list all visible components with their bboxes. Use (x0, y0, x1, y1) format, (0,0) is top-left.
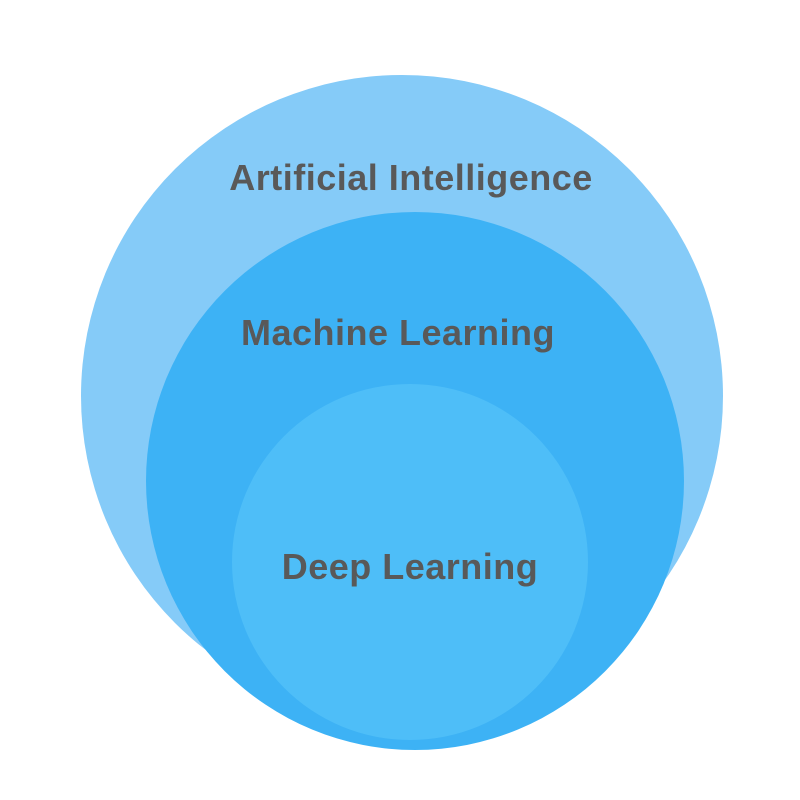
deep-learning-circle (232, 384, 588, 740)
machine-learning-label: Machine Learning (240, 312, 556, 353)
deep-learning-label: Deep Learning (281, 546, 539, 587)
artificial-intelligence-label: Artificial Intelligence (229, 157, 593, 198)
